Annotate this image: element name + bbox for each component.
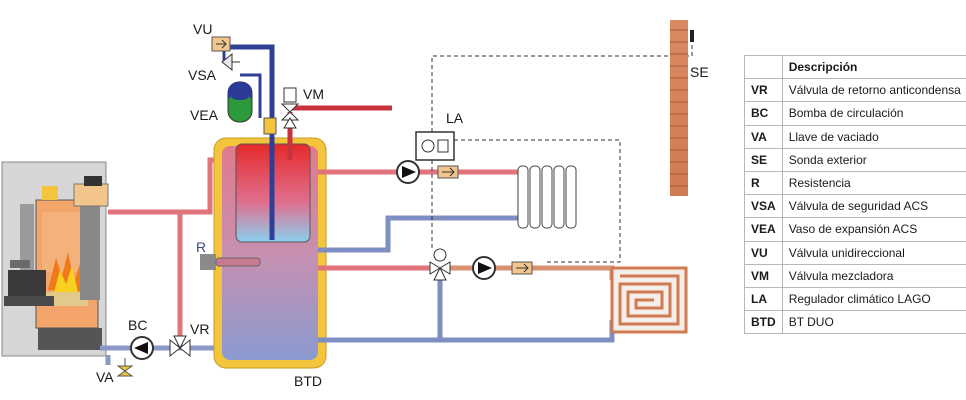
legend-desc: Válvula de retorno anticondensa	[781, 78, 966, 103]
label-vr: VR	[190, 321, 209, 337]
legend-code: R	[744, 170, 783, 196]
legend-code: BC	[744, 101, 783, 126]
air-vent	[263, 117, 277, 135]
legend-code: VM	[744, 263, 783, 288]
legend-desc: Sonda exterior	[781, 147, 966, 172]
la-regulator	[415, 131, 455, 161]
legend-desc: Válvula unidireccional	[781, 240, 966, 265]
radiator-circuit	[318, 169, 518, 253]
legend-code: VR	[744, 78, 783, 103]
legend-desc: Válvula de seguridad ACS	[781, 194, 966, 219]
boiler	[1, 161, 109, 357]
legend-desc: Vaso de expansión ACS	[781, 217, 966, 242]
legend-code: VU	[744, 240, 783, 265]
label-se: SE	[690, 64, 709, 80]
va-drain-valve	[116, 358, 134, 377]
label-vu: VU	[193, 21, 212, 37]
vu-valve	[211, 36, 231, 52]
legend-desc: Bomba de circulación	[781, 101, 966, 126]
control-wiring	[431, 44, 693, 263]
exterior-wall	[670, 20, 694, 196]
legend-code: VSA	[744, 194, 783, 219]
legend-code: BTD	[744, 310, 783, 335]
label-r: R	[196, 239, 206, 255]
label-vm: VM	[303, 86, 324, 102]
legend-header-blank	[744, 54, 783, 80]
legend-code: VA	[744, 124, 783, 149]
label-vsa: VSA	[188, 67, 217, 83]
vm-mixing-valve	[280, 87, 392, 160]
label-va: VA	[96, 369, 114, 385]
vea-vessel	[227, 81, 253, 123]
btd-tank	[200, 137, 327, 369]
floor-heating-coil	[610, 266, 688, 334]
legend-desc: Llave de vaciado	[781, 124, 966, 149]
vsa-valve	[221, 52, 240, 72]
floor-circuit	[318, 265, 615, 343]
floor-mixing-valve	[429, 248, 451, 281]
floor-pump	[472, 256, 496, 280]
label-btd: BTD	[294, 373, 322, 389]
label-la: LA	[446, 110, 464, 126]
label-vea: VEA	[190, 107, 219, 123]
legend-desc: Resistencia	[781, 170, 966, 196]
legend-code: SE	[744, 147, 783, 172]
legend-desc: BT DUO	[781, 310, 966, 335]
legend-code: LA	[744, 286, 783, 312]
hydraulic-scheme: VU VSA VEA VM LA SE R BC VR VA BTD	[1, 20, 709, 389]
legend-desc: Regulador climático LAGO	[781, 286, 966, 312]
legend-header-row: Descripción	[744, 54, 966, 80]
legend-desc: Válvula mezcladora	[781, 263, 966, 288]
radiator-pump	[396, 160, 420, 184]
radiator	[517, 165, 577, 229]
vr-valve	[169, 335, 191, 358]
legend-code: VEA	[744, 217, 783, 242]
legend-header-description: Descripción	[781, 54, 966, 80]
radiator-check-valve	[437, 165, 459, 179]
floor-check-valve	[511, 261, 533, 275]
label-bc: BC	[128, 317, 147, 333]
bc-pump	[130, 336, 154, 360]
